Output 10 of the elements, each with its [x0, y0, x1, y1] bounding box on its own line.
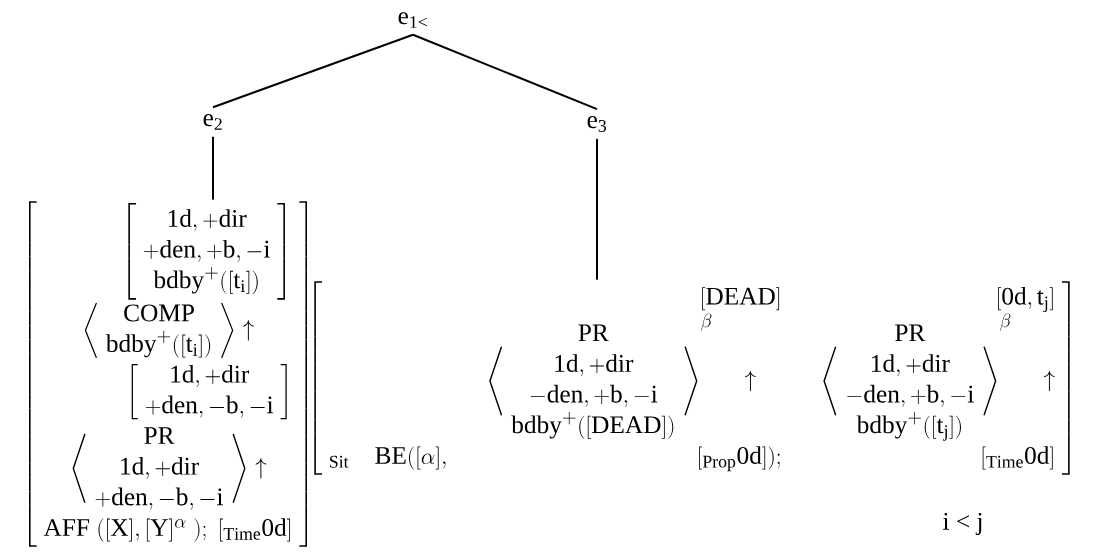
feature-matrix: $\left[\begin{array}{lrr}&[\mathrm{DEAD}]&[\mathrm{0d},\mathrm{t}_{\mathrm{j}}]\\&\left\langle\begin{array}{c}\mathrm{PR}\\\mathrm{1d},+\mathrm{dir}\\-\mathrm{den},+\mathrm{b},-\mathrm{i}\\\mathrm{bdby}^{+}([\mathrm{DEAD}])\end{array}\right\rangle^{\beta}\quad\uparrow\quad&\quad\left\langle\begin{array}{c}\mathrm{PR}\\\mathrm{1d},+\mathrm{dir}\\-\mathrm{den},+\mathrm{b},-\mathrm{i}\\\mathrm{bdby}^{+}([\mathrm{t}_{\mathrm{j}}])\end{array}\right\rangle^{\beta}\quad\uparrow\\{}_{\mathrm{Sit}}\quad\mathrm{BE}([\alpha],\quad&[_{\mathrm{Prop}}\mathrm{0d}]);&[_{\mathrm{Time}}\mathrm{0d}]\end{array}\right]$	[314, 281, 1070, 475]
tree-branch	[412, 33, 598, 111]
constraint-label: i < j	[943, 512, 982, 536]
tree-branch	[596, 137, 598, 281]
tree-branch	[212, 33, 414, 109]
node-label: e$_{1<}$	[398, 12, 427, 28]
feature-matrix: $\left[\begin{array}{c}\hfill\left[\begin{array}{c}\mathrm{1d},+\mathrm{dir}\\+\mathrm{den},+\mathrm{b},-\mathrm{i}\\\mathrm{bdby}^{+}([\mathrm{t}_{\mathrm{i}}])\end{array}\right]\\\left\langle\begin{array}{c}\mathrm{COMP}\\\mathrm{bdby}^{+}([\mathrm{t}_{\mathrm{i}}])\end{array}\right\rangle\uparrow\\\hfill\left[\begin{array}{c}\mathrm{1d},+\mathrm{dir}\\+\mathrm{den},-\mathrm{b},-\mathrm{i}\end{array}\right]\\\left\langle\begin{array}{c}\mathrm{PR}\\\mathrm{1d},+\mathrm{dir}\\+\mathrm{den},-\mathrm{b},-\mathrm{i}\end{array}\right\rangle\uparrow\\\mathrm{AFF}\;([\mathrm{X}],[\mathrm{Y}]^{\alpha}\;);\;[_{\mathrm{Time}}\mathrm{0d}]\end{array}\right]$	[29, 201, 307, 547]
node-label: e$_{2}$	[203, 114, 222, 130]
node-label: e$_{3}$	[587, 116, 607, 132]
tree-branch	[212, 135, 214, 201]
